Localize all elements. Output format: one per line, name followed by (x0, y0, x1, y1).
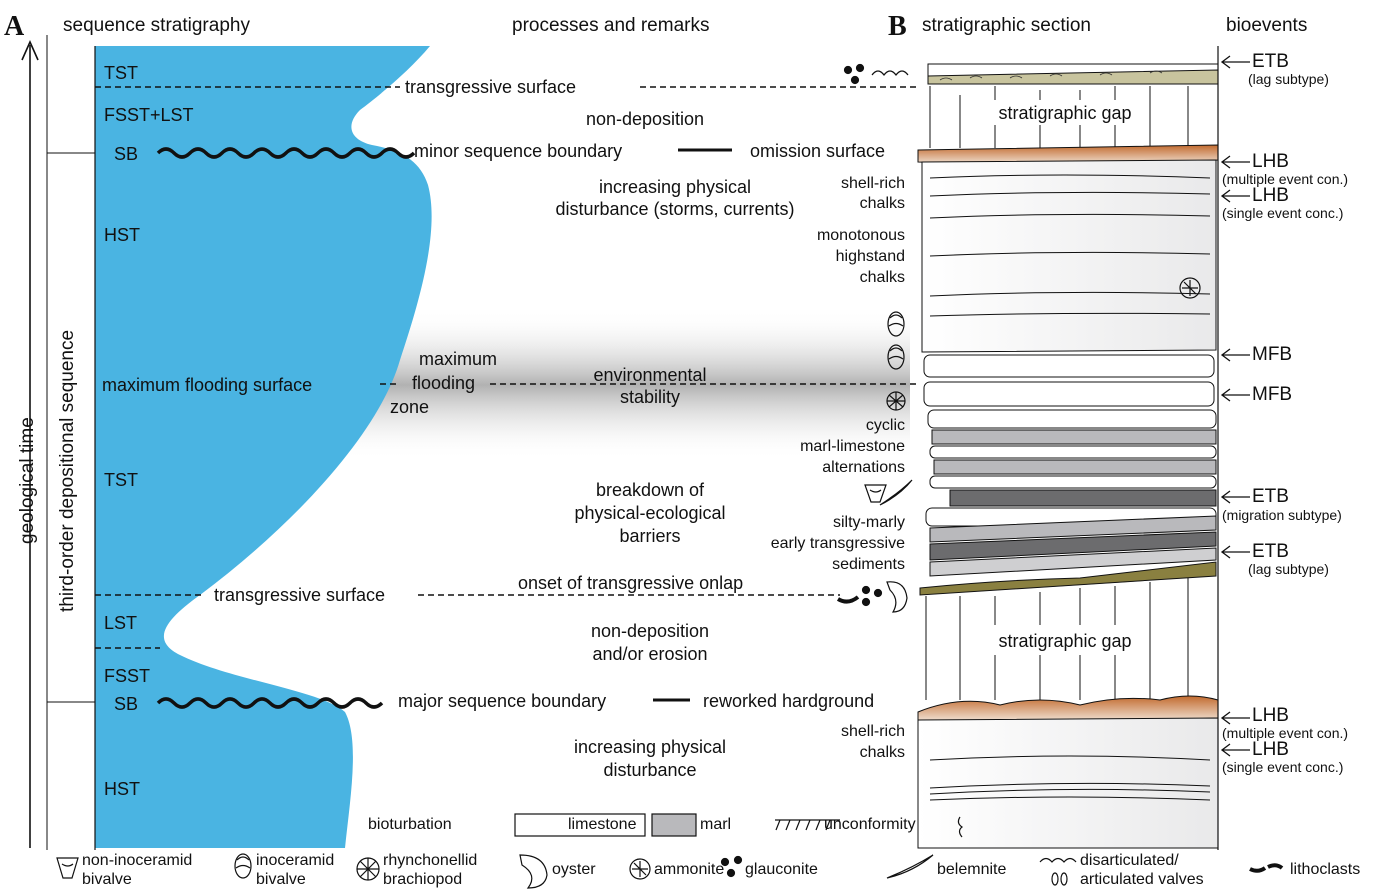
tract-fsst: FSST (104, 666, 151, 686)
process-nondep-erosion-1: non-deposition (590, 621, 710, 641)
panel-b-letter: B (888, 11, 907, 42)
mfz-line-3: zone (390, 397, 430, 417)
bioevent-arrows (1220, 55, 1250, 757)
lith-silty-1: silty-marly (833, 514, 905, 531)
lith-silty-2: early transgressive (770, 535, 905, 552)
bioevent-code: MFB (1252, 384, 1293, 405)
lith-mono-1: monotonous (816, 227, 905, 244)
legend-unconformity: unconformity (824, 816, 916, 833)
bioevent-sub: (multiple event con.) (1222, 725, 1349, 741)
bioevent-code: ETB (1252, 486, 1289, 507)
legend-inoceramid-2: bivalve (256, 871, 306, 888)
fossil-symbols (836, 63, 1201, 613)
bioevent-sub: (lag subtype) (1248, 71, 1329, 87)
bioevent-code: LHB (1252, 185, 1289, 206)
legend-lithoclasts: lithoclasts (1290, 861, 1361, 878)
process-disturbance-1: increasing physical (598, 177, 752, 197)
legend-inoceramid-1: inoceramid (256, 852, 335, 869)
bioevent-code: ETB (1252, 51, 1289, 72)
gap-top-label: stratigraphic gap (990, 104, 1140, 123)
bioevent-code: LHB (1252, 705, 1289, 726)
tract-tst-mid: TST (104, 470, 138, 490)
tract-hst-bottom: HST (104, 779, 140, 799)
bioevent-sub: (migration subtype) (1222, 507, 1342, 523)
legend-valves-1: disarticulated/ (1080, 852, 1179, 869)
tract-sb-top: SB (114, 144, 139, 164)
bioevent-sub: (multiple event con.) (1222, 171, 1349, 187)
process-onlap: onset of transgressive onlap (518, 573, 744, 593)
legend-rhynchonellid-2: brachiopod (383, 871, 463, 888)
process-breakdown-2: physical-ecological (574, 503, 726, 523)
stratigraphic-section (917, 63, 1219, 849)
legend-glauconite: glauconite (745, 861, 818, 878)
panel-a-letter: A (4, 11, 25, 42)
bioevent-sub: (single event conc.) (1222, 759, 1344, 775)
legend-valves-2: articulated valves (1080, 871, 1204, 888)
geological-time-label: geological time (17, 417, 39, 544)
legend-glyphs (56, 813, 1284, 889)
tract-lst: LST (104, 613, 138, 633)
mfz-line-2: flooding (412, 373, 476, 393)
lith-silty-3: sediments (832, 556, 905, 573)
process-omission: omission surface (750, 141, 886, 161)
maximum-flooding-band (350, 310, 910, 460)
lith-cyclic-3: alternations (822, 459, 905, 476)
sequence-curve (95, 46, 432, 848)
time-arrow-head (21, 40, 39, 61)
sequence-stratigraphy-header: sequence stratigraphy (63, 15, 250, 36)
third-order-sequence-label: third-order depositional sequence (57, 329, 79, 612)
process-disturbance-b1: increasing physical (573, 737, 727, 757)
lith-mono-2: highstand (835, 248, 905, 265)
process-nondep-erosion-2: and/or erosion (592, 644, 708, 664)
process-env-1: environmental (593, 365, 707, 385)
stratigraphic-section-header: stratigraphic section (922, 15, 1091, 36)
legend-limestone: limestone (568, 816, 637, 833)
bioevent-code: LHB (1252, 151, 1289, 172)
process-breakdown-3: barriers (619, 526, 681, 546)
minor-sb-wave (156, 147, 416, 159)
mfs-label: maximum flooding surface (102, 375, 313, 395)
process-breakdown-1: breakdown of (595, 480, 705, 500)
process-reworked-hardground: reworked hardground (703, 691, 875, 711)
legend-oyster: oyster (552, 861, 596, 878)
bioevent-code: MFB (1252, 344, 1293, 365)
minor-sb-label: minor sequence boundary (414, 141, 623, 161)
legend-rhynchonellid-1: rhynchonellid (383, 852, 478, 869)
major-sb-label: major sequence boundary (398, 691, 607, 711)
legend-marl: marl (700, 816, 732, 833)
lith-shell-rich-2: shell-rich (840, 723, 905, 740)
processes-header: processes and remarks (512, 15, 710, 36)
tract-hst-top: HST (104, 225, 140, 245)
lith-cyclic-1: cyclic (865, 417, 905, 434)
bioevent-code: ETB (1252, 541, 1289, 562)
tract-fsst-lst: FSST+LST (104, 105, 194, 125)
ts-top-label: transgressive surface (405, 77, 577, 97)
legend-non-inoceramid-1: non-inoceramid (82, 852, 193, 869)
tract-tst-top: TST (104, 63, 138, 83)
lith-shell-rich-1: shell-rich (840, 175, 905, 192)
lith-cyclic-2: marl-limestone (800, 438, 905, 455)
mfz-line-1: maximum (418, 349, 497, 369)
bioevents-header: bioevents (1226, 15, 1308, 36)
process-env-2: stability (619, 387, 681, 407)
lith-mono-3: chalks (859, 269, 905, 286)
lith-chalks-2: chalks (859, 744, 905, 761)
legend-bioturbation: bioturbation (368, 816, 452, 833)
bioevent-sub: (single event conc.) (1222, 205, 1344, 221)
lith-chalks-1: chalks (859, 195, 905, 212)
process-disturbance-2: disturbance (storms, currents) (555, 199, 795, 219)
bioevent-code: LHB (1252, 739, 1289, 760)
legend-ammonite: ammonite (654, 861, 725, 878)
legend-belemnite: belemnite (937, 861, 1007, 878)
tract-sb-bottom: SB (114, 694, 139, 714)
bioevent-sub: (lag subtype) (1248, 561, 1329, 577)
gap-bottom-label: stratigraphic gap (990, 632, 1140, 651)
legend-non-inoceramid-2: bivalve (82, 871, 132, 888)
process-disturbance-b2: disturbance (603, 760, 697, 780)
major-sb-wave (156, 697, 384, 709)
ts-bottom-label: transgressive surface (214, 585, 386, 605)
process-non-deposition: non-deposition (585, 109, 705, 129)
